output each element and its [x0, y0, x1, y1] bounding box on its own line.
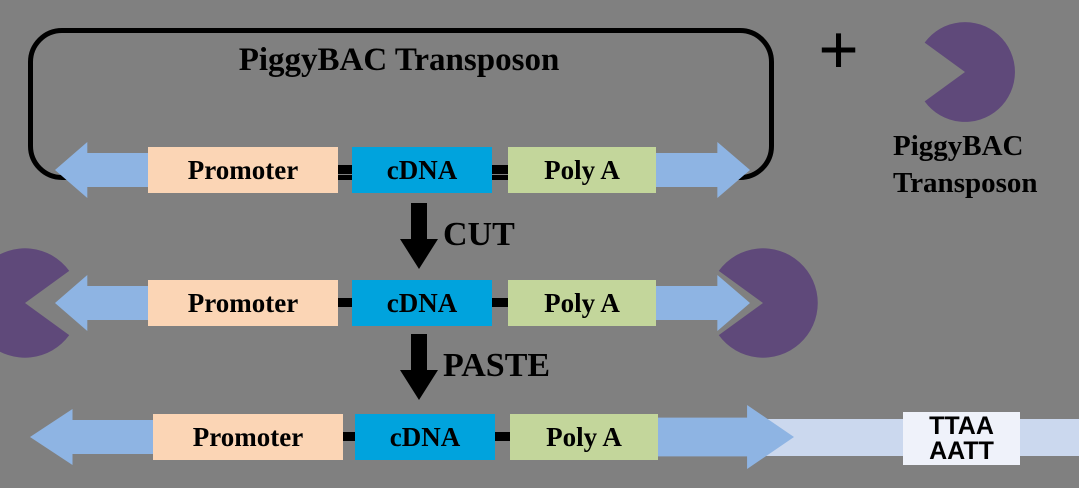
insertion-site-top-strand: TTAA [929, 411, 994, 440]
promoter-label-row3: Promoter [192, 421, 304, 452]
cdna-box-row2: cDNA [352, 280, 492, 326]
polya-label-row3: Poly A [546, 421, 622, 452]
promoter-label-row1: Promoter [187, 154, 299, 185]
enzyme-label-line1: PiggyBAC [893, 130, 1024, 162]
itr-arrow-right-row1 [654, 142, 750, 198]
dna-connector-row1-b [490, 165, 510, 174]
promoter-label-row2: Promoter [187, 287, 299, 318]
polya-box-row2: Poly A [508, 280, 656, 326]
plus-sign: + [818, 10, 860, 90]
transposase-pacman-icon-left [0, 248, 70, 358]
cdna-label-row1: cDNA [386, 154, 458, 185]
itr-arrow-left-row3 [30, 409, 155, 465]
dna-connector-row2-b [490, 298, 510, 307]
transposase-pacman-icon-top [924, 22, 1015, 122]
polya-box-row1: Poly A [508, 147, 656, 193]
insertion-site-bottom-strand: AATT [929, 436, 994, 465]
enzyme-label-line2: Transposon [893, 167, 1038, 199]
promoter-box-row2: Promoter [148, 280, 338, 326]
enzyme-label: PiggyBAC Transposon [893, 128, 1038, 202]
promoter-box-row1: Promoter [148, 147, 338, 193]
cdna-box-row1: cDNA [352, 147, 492, 193]
paste-step-arrow-icon [400, 334, 438, 400]
itr-arrow-right-row2 [654, 275, 750, 331]
diagram-title: PiggyBAC Transposon [238, 42, 560, 78]
paste-step-label: PASTE [443, 347, 551, 384]
transposase-pacman-icon-right [718, 248, 818, 358]
dna-connector-row2-a [336, 298, 354, 307]
cut-step-label: CUT [443, 216, 515, 253]
cut-step-arrow-icon [400, 203, 438, 269]
insertion-site-box: TTAA AATT [903, 412, 1020, 465]
itr-arrow-left-row1 [55, 142, 150, 198]
itr-arrow-right-row3 [656, 405, 794, 469]
cdna-box-row3: cDNA [355, 414, 495, 460]
dna-connector-row1-a [336, 165, 354, 174]
polya-label-row2: Poly A [544, 287, 620, 318]
cdna-label-row3: cDNA [389, 421, 461, 452]
dna-connector-row3-b [493, 432, 512, 441]
polya-box-row3: Poly A [510, 414, 658, 460]
cdna-label-row2: cDNA [386, 287, 458, 318]
promoter-box-row3: Promoter [153, 414, 343, 460]
polya-label-row1: Poly A [544, 154, 620, 185]
itr-arrow-left-row2 [55, 275, 150, 331]
dna-connector-row3-a [341, 432, 357, 441]
